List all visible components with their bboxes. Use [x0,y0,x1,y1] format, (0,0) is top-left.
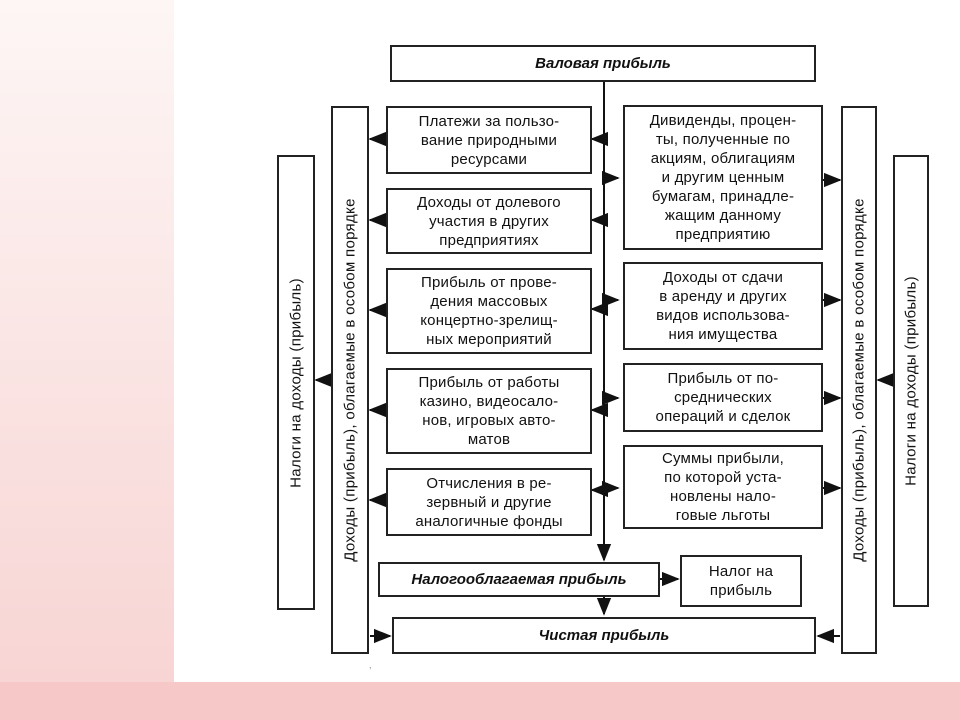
left-item-5-line: аналогичные фонды [415,512,563,530]
left-item-3-line: Прибыль от прове- [420,274,557,291]
right-item-2-line: видов использова- [656,307,790,324]
left-item-2-line: предприятиях [439,231,539,249]
right-item-1-line: ты, полученные по [655,131,791,148]
stray-mark: , [369,660,372,670]
left-item-4-line: Прибыль от работы [418,374,560,391]
right-item-3-line: Прибыль от по- [667,370,779,387]
right-item-2-line: в аренду и других [659,288,787,305]
net-profit-label: Чистая прибыль [538,627,670,644]
taxable-profit-label: Налогооблагаемая прибыль [411,571,627,588]
special-income-left-label: Доходы (прибыль), облагаемые в особом по… [341,198,359,562]
income-tax-right-label: Налоги на доходы (прибыль) [902,276,920,486]
income-tax-right-column: Налоги на доходы (прибыль) [893,155,929,607]
right-item-1-line: предприятию [675,226,771,243]
right-item-2-line: ния имущества [668,326,778,343]
left-item-4-line: казино, видеосало- [419,393,559,410]
right-item-3-line: среднических [674,389,772,406]
profit-tax-box: Налог на прибыль [680,555,802,607]
left-item-5-line: зервный и другие [426,493,552,511]
right-item-1-line: жащим данному [664,207,782,224]
left-item-3-line: ных мероприятий [426,331,552,348]
right-item-1-line: Дивиденды, процен- [649,112,797,129]
right-item-2: Доходы от сдачи в аренду и других видов … [623,262,823,350]
profit-tax-line: прибыль [709,582,773,599]
special-income-left-column: Доходы (прибыль), облагаемые в особом по… [331,106,369,654]
left-item-3-line: дения массовых [430,293,548,310]
left-item-1-line: вание природными [420,131,558,149]
right-item-4-line: новлены нало- [669,488,777,505]
right-item-4-line: говые льготы [675,507,771,524]
left-item-2-line: Доходы от долевого [417,193,561,211]
left-item-3-line: концертно-зрелищ- [420,312,558,329]
right-item-3-line: операций и сделок [655,408,791,425]
net-profit-box: Чистая прибыль [392,617,816,654]
gross-profit-label: Валовая прибыль [535,55,671,72]
taxable-profit-box: Налогооблагаемая прибыль [378,562,660,597]
special-income-right-label: Доходы (прибыль), облагаемые в особом по… [850,198,868,562]
special-income-right-column: Доходы (прибыль), облагаемые в особом по… [841,106,877,654]
right-item-1: Дивиденды, процен- ты, полученные по акц… [623,105,823,250]
gross-profit-box: Валовая прибыль [390,45,816,82]
right-item-1-line: и другим ценным [661,169,785,186]
profit-tax-line: Налог на [708,563,774,580]
right-item-2-line: Доходы от сдачи [662,269,784,286]
right-item-4-line: по которой уста- [664,469,782,486]
right-item-1-line: бумагам, принадле- [651,188,795,205]
left-item-4-line: матов [467,431,511,448]
left-item-4-line: нов, игровых авто- [422,412,556,429]
left-item-3: Прибыль от прове- дения массовых концерт… [386,268,592,354]
income-tax-left-label: Налоги на доходы (прибыль) [287,277,305,488]
right-item-3: Прибыль от по- среднических операций и с… [623,363,823,432]
income-tax-left-column: Налоги на доходы (прибыль) [277,155,315,610]
left-item-2-line: участия в других [429,212,549,230]
right-item-1-line: акциям, облигациям [650,150,796,167]
left-item-5-line: Отчисления в ре- [426,474,552,492]
left-item-1-line: Платежи за пользо- [418,112,560,130]
left-item-1: Платежи за пользо- вание природными ресу… [386,106,592,174]
left-item-2: Доходы от долевого участия в других пред… [386,188,592,254]
left-item-5: Отчисления в ре- зервный и другие аналог… [386,468,592,536]
right-item-4: Суммы прибыли, по которой уста- новлены … [623,445,823,529]
bottom-band [0,682,960,720]
right-item-4-line: Суммы прибыли, [661,450,785,467]
left-item-4: Прибыль от работы казино, видеосало- нов… [386,368,592,454]
left-item-1-line: ресурсами [450,150,528,168]
